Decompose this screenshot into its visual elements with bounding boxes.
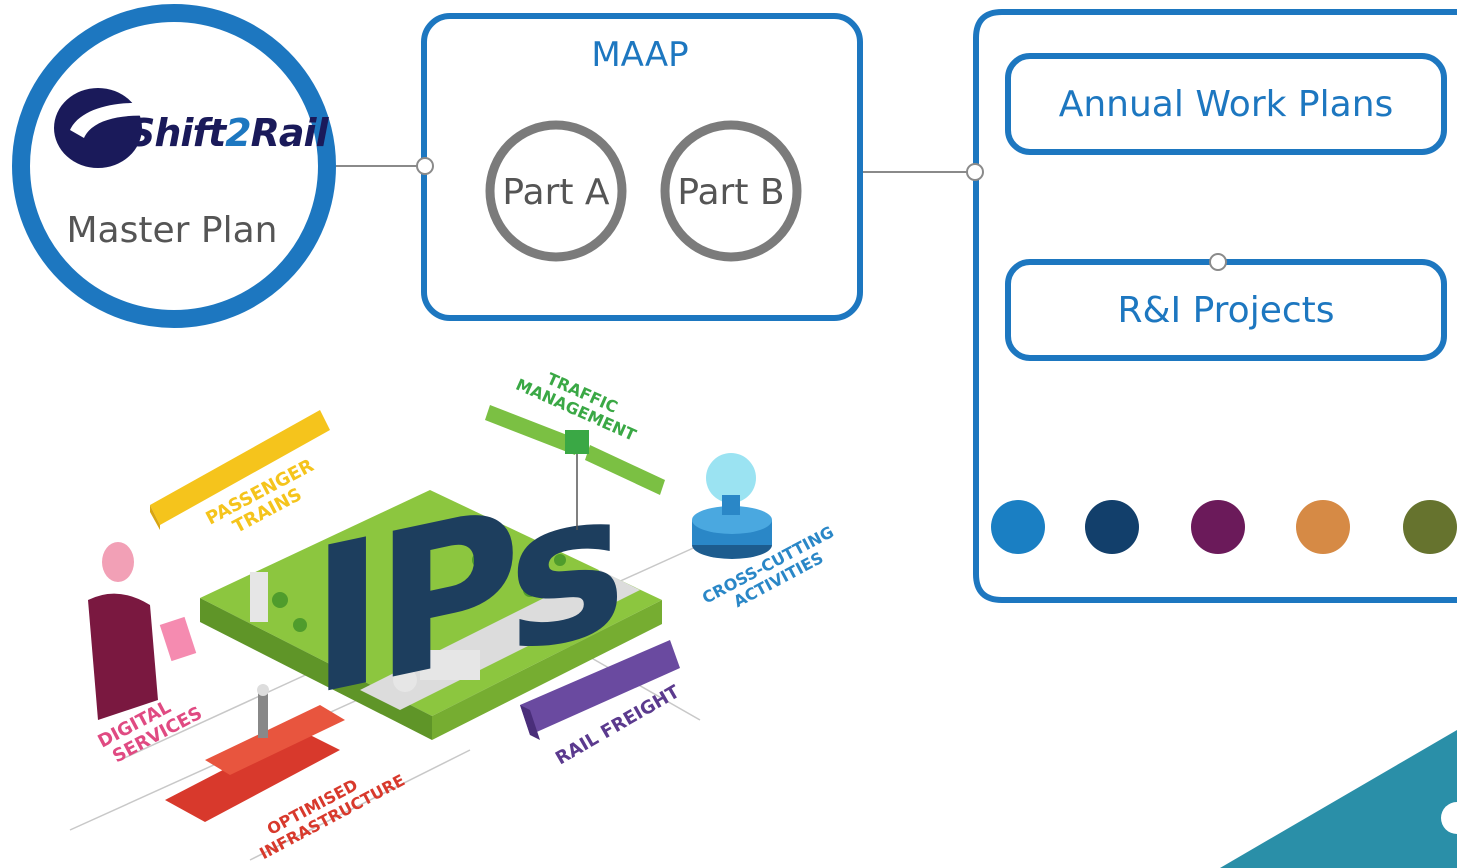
freight-wagon xyxy=(520,640,680,740)
logo-text-rail: Rail xyxy=(251,111,330,155)
ips-illustration: IPs PASSENGER TRAINS TRAFFIC MANAGEMENT xyxy=(69,369,837,863)
logo-text-2: 2 xyxy=(225,111,250,155)
green-platform xyxy=(200,490,662,716)
plans-box: Annual Work Plans R&I Projects xyxy=(973,9,1457,603)
teal-corner-graphic xyxy=(1220,730,1457,868)
project-dot xyxy=(1085,500,1139,554)
connector-joints xyxy=(416,157,1227,271)
project-dots xyxy=(991,500,1457,554)
part-b-circle: Part B xyxy=(660,120,802,262)
project-dot xyxy=(991,500,1045,554)
part-a-circle: Part A xyxy=(485,120,627,262)
project-dot xyxy=(1403,500,1457,554)
master-plan-node: Shift2Rail Master Plan xyxy=(12,4,336,328)
logo-text-shift: Shift xyxy=(128,111,228,155)
digital-person xyxy=(88,542,197,720)
project-dot xyxy=(1296,500,1350,554)
shift2rail-logo: Shift2Rail xyxy=(54,88,331,168)
ri-projects-label: R&I Projects xyxy=(1117,290,1334,331)
infrastructure-track xyxy=(165,684,345,822)
maap-box: MAAP Part A Part B xyxy=(421,13,863,321)
project-dot xyxy=(1191,500,1245,554)
annual-work-plans-box: Annual Work Plans xyxy=(1005,53,1447,155)
master-plan-label: Master Plan xyxy=(67,210,278,251)
ri-projects-box: R&I Projects xyxy=(1005,259,1447,361)
maap-title: MAAP xyxy=(591,35,688,75)
cross-cutting-bulb xyxy=(692,453,772,559)
annual-work-plans-label: Annual Work Plans xyxy=(1059,84,1394,125)
part-a-label: Part A xyxy=(502,172,610,213)
traffic-satellite xyxy=(485,405,665,530)
svg-text:Shift2Rail: Shift2Rail xyxy=(128,111,330,155)
passenger-train xyxy=(150,410,330,530)
part-b-label: Part B xyxy=(677,172,784,213)
